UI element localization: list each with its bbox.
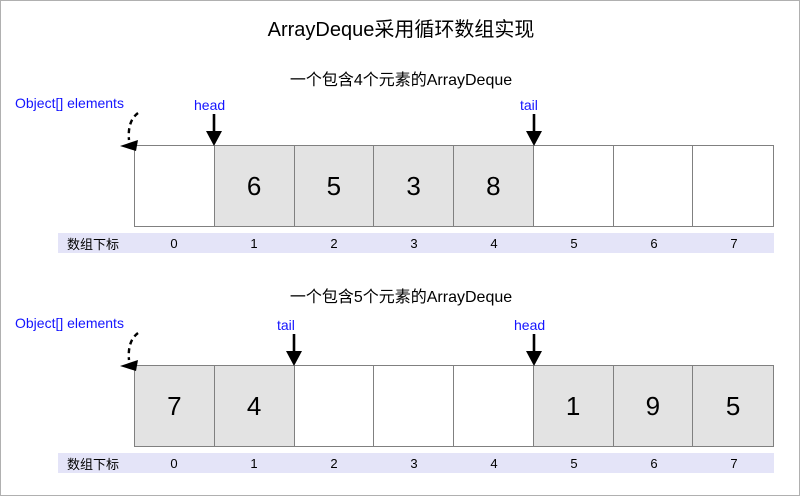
index-number: 7: [730, 455, 738, 471]
index-numbers: 0 1 2 3 4 5 6 7: [134, 456, 774, 471]
down-arrowhead-icon: [286, 351, 302, 366]
diagram-2-index-strip: 数组下标 0 1 2 3 4 5 6 7: [58, 453, 774, 473]
array-cell: 3: [374, 146, 454, 226]
index-number: 2: [330, 235, 338, 251]
array-cell: [294, 366, 375, 446]
index-number: 3: [410, 235, 418, 251]
index-number: 1: [250, 235, 258, 251]
index-number: 6: [650, 455, 658, 471]
index-number: 5: [570, 235, 578, 251]
index-number: 2: [330, 455, 338, 471]
array-cell: [374, 366, 454, 446]
array-cell: [613, 146, 694, 226]
page-title: ArrayDeque采用循环数组实现: [267, 19, 535, 41]
down-arrowhead-icon: [526, 131, 542, 146]
diagram-1-elements-label: Object[] elements: [15, 95, 124, 111]
diagram-1-index-strip: 数组下标 0 1 2 3 4 5 6 7: [58, 233, 774, 253]
diagram-2-head-arrow: [526, 334, 542, 366]
array-cell: 5: [693, 366, 773, 446]
array-cell: 8: [454, 146, 534, 226]
index-numbers: 0 1 2 3 4 5 6 7: [134, 236, 774, 251]
index-number: 0: [170, 455, 178, 471]
array-cell: 6: [214, 146, 295, 226]
array-cell: 1: [533, 366, 614, 446]
array-cell: [533, 146, 614, 226]
diagram-1-cells: 6 5 3 8: [134, 145, 774, 227]
index-number: 0: [170, 235, 178, 251]
index-number: 5: [570, 455, 578, 471]
diagram-2-tail-pointer-label: tail: [277, 317, 295, 333]
diagram-2-head-pointer-label: head: [514, 317, 546, 333]
diagram-1-subtitle: 一个包含4个元素的ArrayDeque: [289, 72, 513, 89]
array-cell: [454, 366, 534, 446]
down-arrowhead-icon: [526, 351, 542, 366]
diagram-2-tail-arrow: [286, 334, 302, 366]
diagram-1-head-arrow: [206, 114, 222, 146]
index-number: 4: [490, 455, 498, 471]
dashed-leader-line: [127, 112, 139, 141]
diagram-2-cells: 7 4 1 9 5: [134, 365, 774, 447]
diagram-2-elements-label: Object[] elements: [15, 315, 124, 331]
array-cell: 9: [613, 366, 694, 446]
index-caption: 数组下标: [67, 236, 120, 252]
diagram-1-head-pointer-label: head: [194, 97, 226, 113]
array-cell: 5: [294, 146, 375, 226]
index-number: 3: [410, 455, 418, 471]
array-cell: [135, 146, 215, 226]
array-cell: 4: [214, 366, 295, 446]
index-number: 6: [650, 235, 658, 251]
dashed-leader-line: [127, 332, 139, 361]
down-arrowhead-icon: [206, 131, 222, 146]
index-number: 7: [730, 235, 738, 251]
diagram-1-tail-pointer-label: tail: [520, 97, 538, 113]
diagram-1-array: 6 5 3 8: [134, 145, 774, 227]
index-number: 1: [250, 455, 258, 471]
index-number: 4: [490, 235, 498, 251]
array-cell: 7: [135, 366, 215, 446]
diagram-2-subtitle: 一个包含5个元素的ArrayDeque: [289, 289, 513, 306]
array-cell: [693, 146, 773, 226]
diagram-2-array: 7 4 1 9 5: [134, 365, 774, 447]
index-caption: 数组下标: [67, 456, 120, 472]
diagram-1-tail-arrow: [526, 114, 542, 146]
